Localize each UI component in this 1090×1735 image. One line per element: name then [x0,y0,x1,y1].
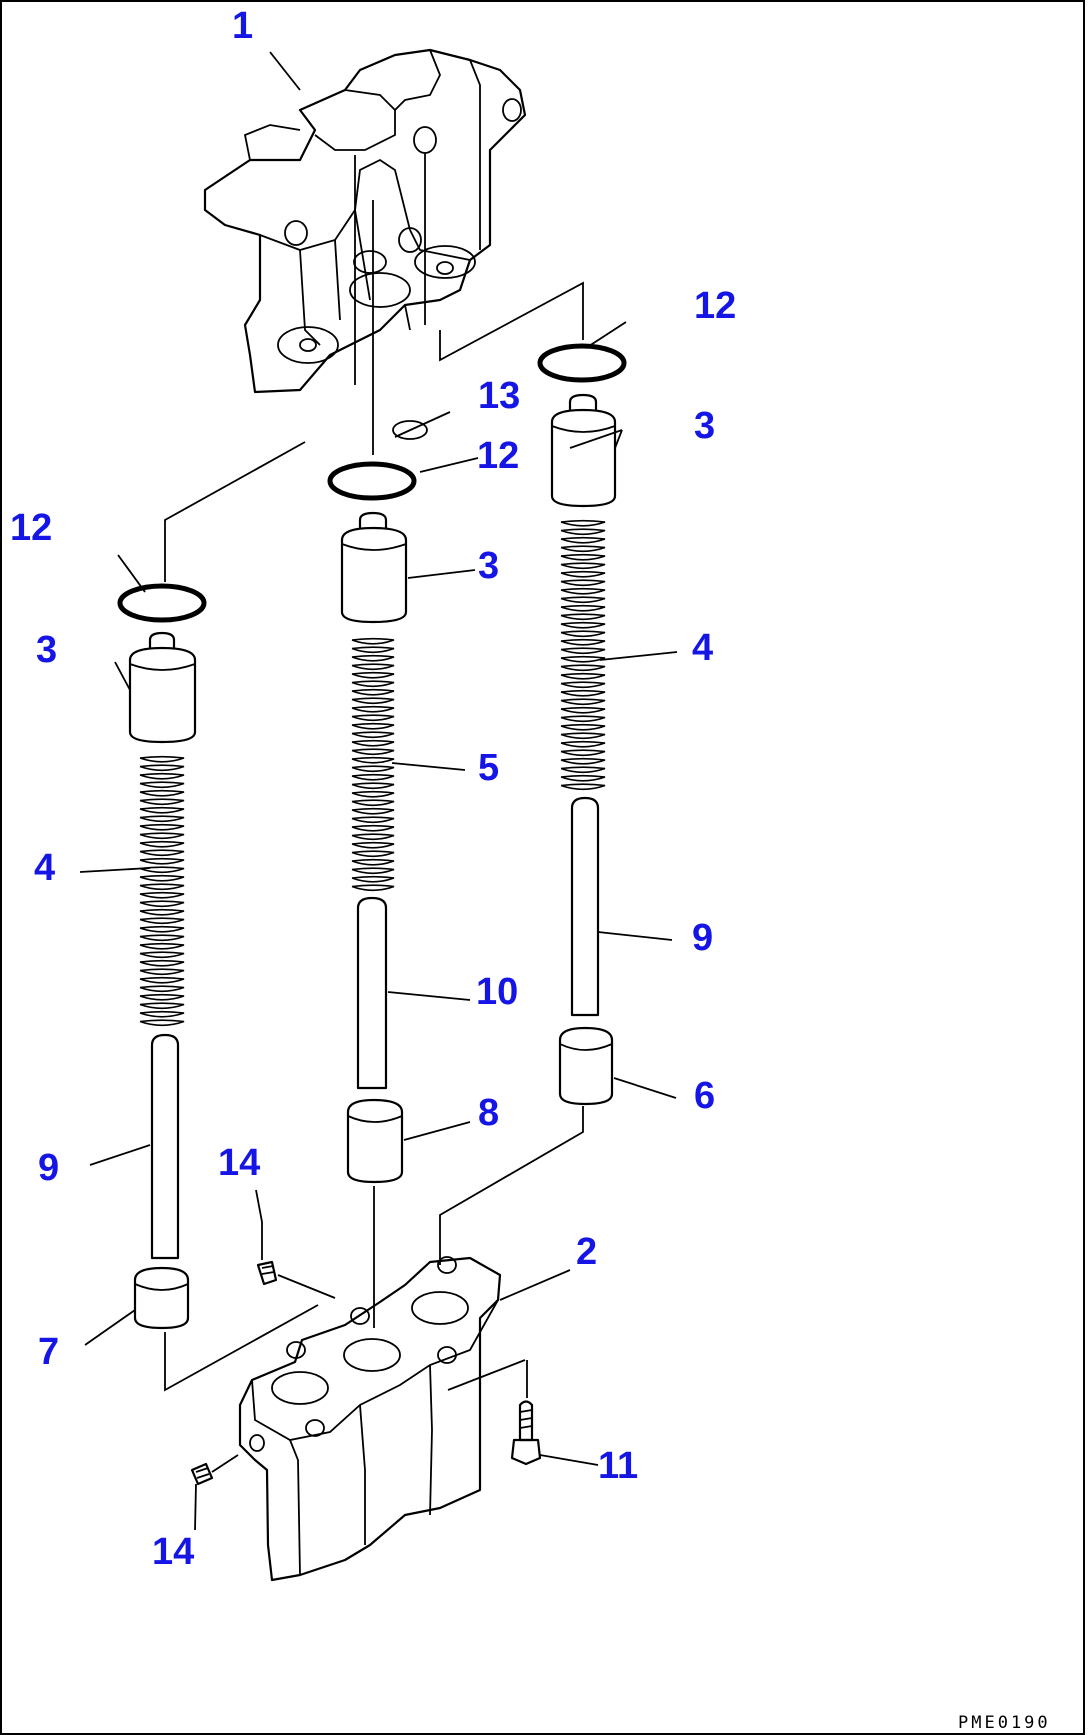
valve-case-part [238,1256,526,1582]
callout-1: 1 [232,5,253,47]
callout-12-middle: 12 [477,435,519,477]
spring-right [560,519,606,791]
cap-right [558,1026,614,1106]
o-ring-middle [327,461,417,501]
callout-10: 10 [476,971,518,1013]
callout-14-upper: 14 [218,1142,260,1184]
callout-4-left: 4 [34,847,55,889]
callout-11: 11 [598,1445,638,1487]
piston-middle [340,511,408,624]
rod-middle [356,896,388,1090]
spring-left [139,755,185,1027]
callouts: 1 12 12 12 13 3 3 3 4 4 5 9 9 10 6 8 14 … [10,5,736,1573]
spring-middle [351,637,395,892]
piston-left [128,631,197,744]
callout-13: 13 [478,375,520,417]
cap-middle [346,1098,404,1184]
callout-4-right: 4 [692,627,713,669]
callout-12-left: 12 [10,507,52,549]
valve-body-part [203,48,527,394]
callout-6: 6 [694,1075,715,1117]
left-assembly [117,441,319,1392]
right-assembly [439,281,627,1265]
callout-9-left: 9 [38,1147,59,1189]
callout-3-left: 3 [36,629,57,671]
callout-2: 2 [576,1231,597,1273]
rod-right [570,796,600,1017]
drawing-code: PME0190 [958,1713,1051,1733]
small-o-ring [392,420,428,440]
callout-5: 5 [478,747,499,789]
callout-7: 7 [38,1331,59,1373]
middle-assembly [327,200,428,1328]
callout-14-lower: 14 [152,1531,194,1573]
callout-8: 8 [478,1092,499,1134]
callout-9-right: 9 [692,917,713,959]
cap-left [133,1266,190,1330]
callout-12-right: 12 [694,285,736,327]
leader-lines [79,51,678,1466]
plug-upper [255,1189,336,1299]
piston-right [550,393,617,508]
rod-left [150,1033,180,1260]
o-ring-right [537,343,627,383]
o-ring-left [117,583,207,623]
callout-3-middle: 3 [478,545,499,587]
bolt-part [510,1360,542,1466]
plug-lower [190,1454,239,1531]
callout-3-right: 3 [694,405,715,447]
